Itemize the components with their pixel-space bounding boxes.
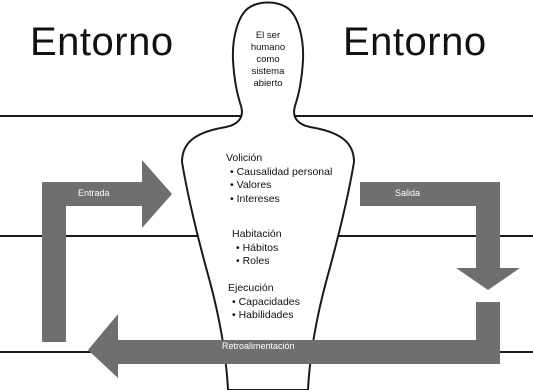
input-label: Entrada (78, 188, 110, 198)
caption-line: como (256, 54, 280, 65)
volition-item: Valores (226, 179, 332, 193)
performance-item: Capacidades (228, 296, 300, 310)
output-label: Salida (395, 188, 421, 198)
caption-line: abierto (253, 78, 283, 89)
environment-title-right: Entorno (343, 20, 487, 64)
caption-line: sistema (251, 66, 285, 77)
output-arrow (360, 182, 520, 290)
caption-line: El ser (255, 30, 281, 41)
feedback-label: Retroalimentación (222, 341, 295, 351)
environment-title-left: Entorno (30, 20, 174, 64)
volition-group: Volición Causalidad personal Valores Int… (226, 152, 332, 206)
performance-item: Habilidades (228, 309, 300, 323)
performance-group: Ejecución Capacidades Habilidades (228, 282, 300, 323)
caption-line: humano (250, 42, 286, 53)
open-system-caption: El ser humano como sistema abierto (236, 30, 300, 90)
input-arrow (42, 160, 172, 342)
habituation-item: Roles (232, 255, 282, 269)
habituation-title: Habitación (232, 228, 282, 240)
habituation-group: Habitación Hábitos Roles (232, 228, 282, 269)
volition-title: Volición (226, 152, 263, 164)
volition-item: Intereses (226, 193, 332, 207)
habituation-item: Hábitos (232, 242, 282, 256)
performance-title: Ejecución (228, 282, 274, 294)
feedback-arrow (88, 302, 500, 378)
volition-item: Causalidad personal (226, 166, 333, 180)
